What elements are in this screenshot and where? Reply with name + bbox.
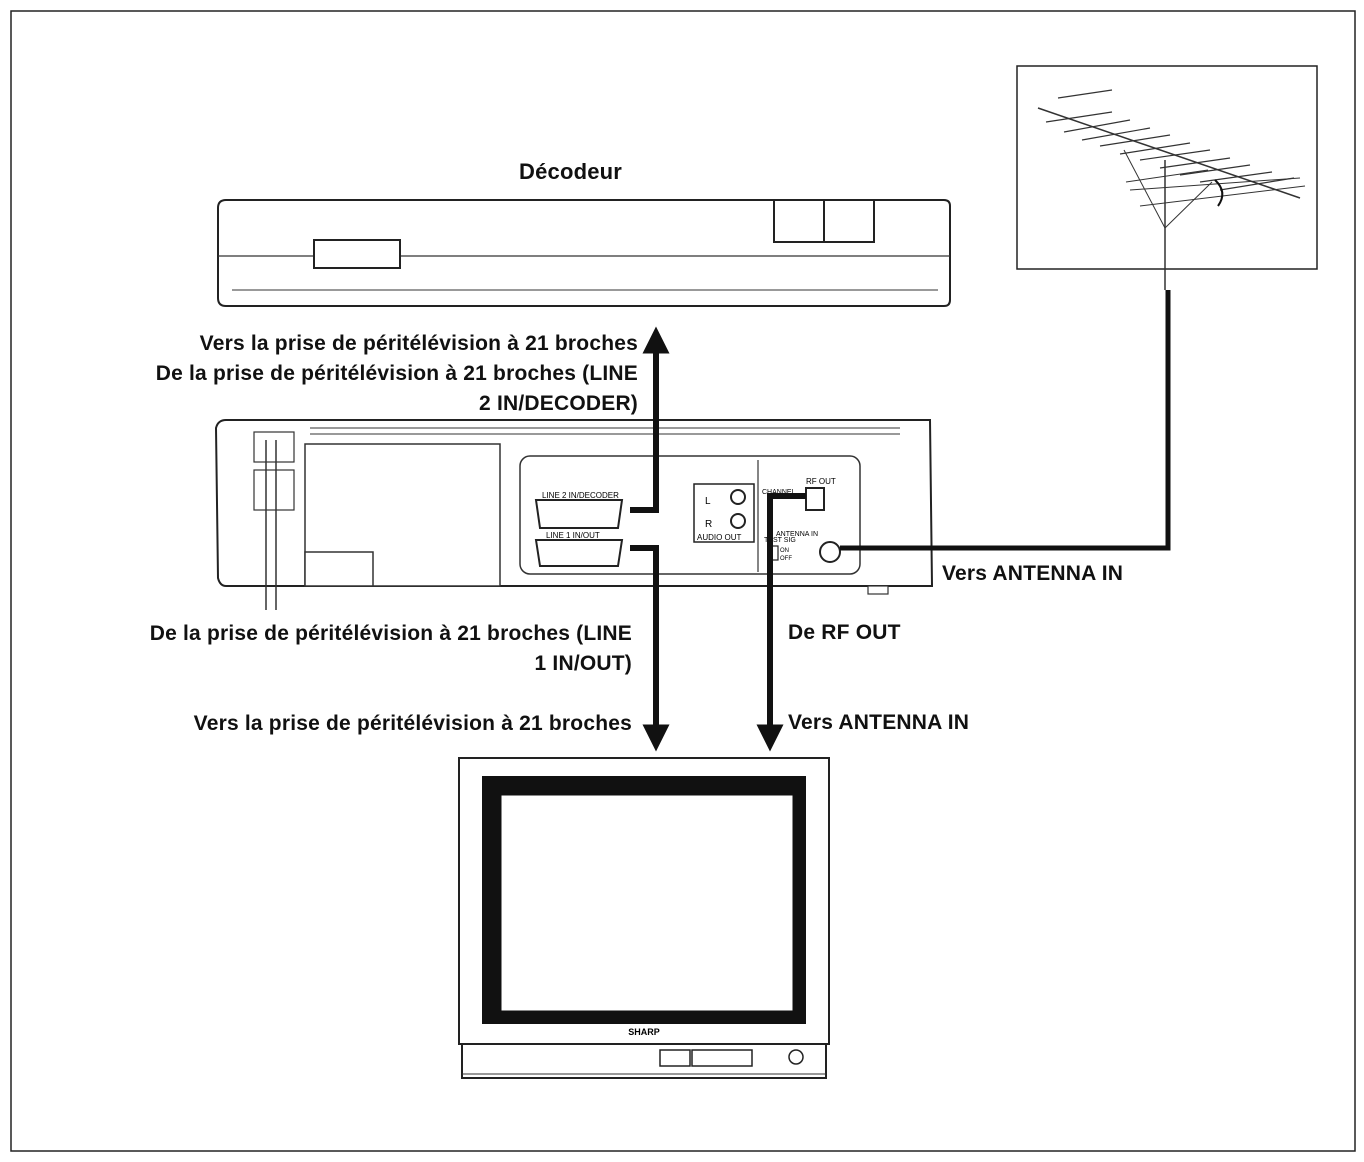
scart-line2-socket (534, 499, 624, 529)
channel-label: CHANNEL (762, 489, 796, 496)
cable-rf-out-to-tv (756, 493, 806, 752)
decoder-unit (217, 199, 951, 307)
decoder-display (313, 239, 401, 269)
audio-l-label: L (705, 496, 711, 507)
label-from-scart-line2-b: 2 IN/DECODER) (479, 392, 638, 415)
scart-line2-label: LINE 2 IN/DECODER (542, 491, 619, 500)
label-from-scart-line1-a: De la prise de péritélévision à 21 broch… (149, 622, 632, 645)
audio-r-jack (730, 513, 746, 529)
tv-channel-buttons (691, 1049, 753, 1067)
test-sig-on: ON (780, 548, 789, 554)
label-from-scart-line1-b: 1 IN/OUT) (534, 652, 632, 675)
audio-l-jack (730, 489, 746, 505)
antenna-frame (1016, 65, 1318, 270)
rf-out-label: RF OUT (806, 477, 836, 486)
rf-out-connector (805, 487, 825, 511)
television: SHARP (458, 757, 830, 1079)
antenna-in-label: ANTENNA IN (776, 531, 818, 538)
scart-line1-socket (534, 539, 624, 567)
tv-power-button (788, 1049, 804, 1065)
label-to-tv-antenna-in: Vers ANTENNA IN (788, 711, 970, 734)
scart-line1-label: LINE 1 IN/OUT (546, 531, 600, 540)
audio-out-label: AUDIO OUT (697, 533, 742, 542)
outer-frame (10, 10, 1356, 1152)
cable-vcr-to-tv-scart (630, 545, 670, 752)
test-sig-off: OFF (780, 556, 792, 562)
antenna-illustration (1016, 65, 1318, 290)
test-sig-label: TEST SIG (764, 537, 796, 544)
audio-r-label: R (705, 519, 712, 530)
label-to-vcr-antenna-in: Vers ANTENNA IN (942, 562, 1124, 585)
tv-brand-logo: SHARP (628, 1027, 660, 1037)
cable-antenna-to-vcr (840, 290, 1171, 551)
tv-screen (501, 795, 793, 1011)
tv-control-panel (659, 1049, 691, 1067)
decoder-button-right (823, 199, 875, 243)
label-to-decoder-scart: Vers la prise de péritélévision à 21 bro… (199, 332, 638, 355)
label-from-rf-out: De RF OUT (788, 621, 901, 644)
antenna-in-socket (819, 541, 841, 563)
label-to-tv-scart: Vers la prise de péritélévision à 21 bro… (193, 712, 632, 735)
decoder-button-left (773, 199, 825, 243)
label-from-scart-line2-a: De la prise de péritélévision à 21 broch… (155, 362, 638, 385)
cable-vcr-to-decoder (630, 326, 670, 513)
decoder-title: Décodeur (519, 159, 623, 184)
vcr-rear-panel: LINE 2 IN/DECODER LINE 1 IN/OUT L R AUDI… (214, 419, 934, 610)
